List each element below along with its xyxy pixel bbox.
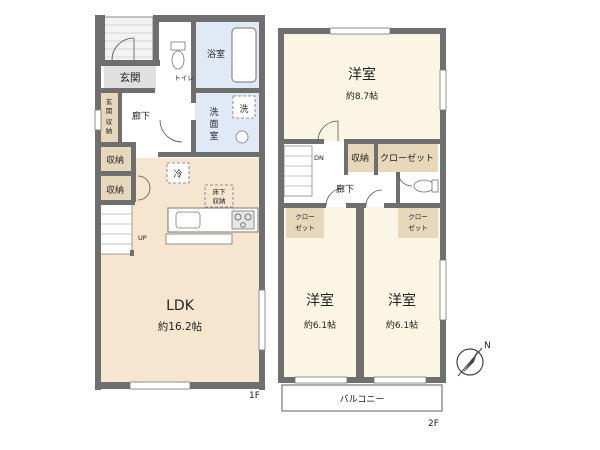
stairs-down-label: DN [314,154,324,162]
room-top-size: 約8.7帖 [346,90,378,102]
underfloor-label-1: 床下 [213,187,227,196]
entrance-storage-label-4: 納 [106,126,113,135]
room-right-size: 約6.1帖 [386,319,418,331]
closet-left-area [286,208,324,238]
closet-right-label-2: ゼット [408,223,428,232]
closet-right-area [398,208,438,238]
kitchen-stove [231,210,255,230]
room-top-name: 洋室 [348,66,376,83]
washroom-label-3: 室 [209,130,218,142]
storage-2f-area [346,144,374,172]
underfloor-label-2: 収納 [213,196,226,205]
fridge-label: 冷 [173,168,182,180]
floor-2f-label: 2F [428,419,439,429]
washroom-label-1: 洗 [209,106,218,118]
closet-left-label-1: クロー [295,213,315,221]
stairs-2f [283,145,313,197]
floor-1f [94,15,266,390]
storage1-area [98,146,132,172]
entrance-storage-label-3: 収 [106,118,113,126]
entrance-area [104,66,156,90]
room-top-area [284,33,440,141]
floor-1f-label: 1F [249,391,260,401]
storage2-label: 収納 [106,184,124,196]
closet-wide-area [376,144,438,172]
entrance-label: 玄関 [120,71,141,84]
balcony-area [281,384,443,412]
entrance-storage-area [98,92,120,144]
room-left-size: 約6.1帖 [304,319,336,331]
storage1-label: 収納 [106,154,124,166]
storage2-area [98,176,132,202]
washroom-label-2: 面 [209,119,218,130]
bath-label: 浴室 [207,48,225,60]
hallway-1f-label: 廊下 [132,110,150,122]
closet-wide-label: クローゼット [380,152,434,164]
entrance-storage-label-1: 玄 [106,97,113,106]
closet-left-label-2: ゼット [295,223,315,232]
washer-label: 洗 [239,103,248,115]
ldk-size: 約16.2帖 [158,320,203,333]
stairs-1f [97,203,133,255]
compass-label: N [484,341,491,351]
stairs-up-label: UP [138,234,147,242]
kitchen-sink [175,211,201,229]
compass-icon [456,347,484,377]
floor-2f [278,27,447,412]
balcony-label: バルコニー [340,394,385,405]
dining-bar [165,233,233,245]
closet-right-label-1: クロー [408,213,428,221]
toilet-label: トイレ [174,74,194,82]
hallway-2f-label: 廊下 [336,183,354,195]
room-right-name: 洋室 [388,292,416,309]
storage-2f-label: 収納 [351,152,369,164]
entrance-storage-label-2: 関 [106,107,113,115]
ldk-name: LDK [166,298,195,314]
bathtub [231,27,257,83]
room-left-name: 洋室 [306,292,334,309]
